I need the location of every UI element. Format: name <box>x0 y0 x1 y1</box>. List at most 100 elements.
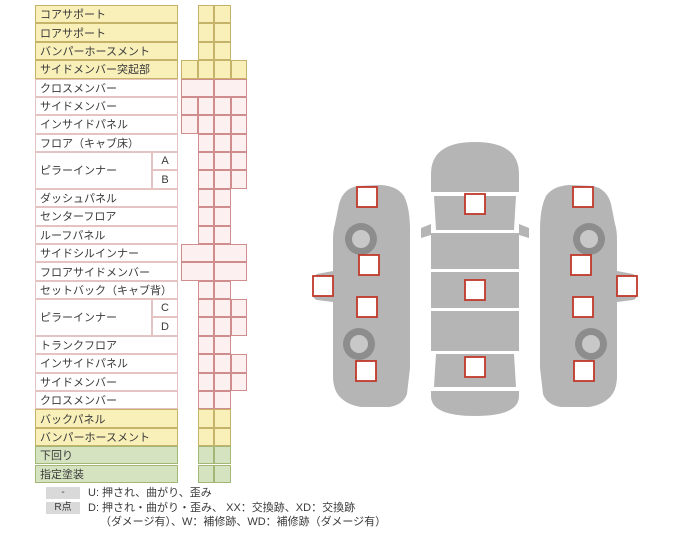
check-cell[interactable] <box>214 280 231 300</box>
check-cell[interactable] <box>214 446 231 465</box>
check-cell[interactable] <box>230 354 247 373</box>
check-cell[interactable] <box>214 170 231 189</box>
legend-badge-dash: - <box>46 487 80 499</box>
check-cell[interactable] <box>214 299 231 318</box>
check-cell[interactable] <box>197 299 214 318</box>
check-cell[interactable] <box>197 115 214 134</box>
check-cell[interactable] <box>181 262 214 281</box>
checkpoint-marker[interactable] <box>572 296 594 318</box>
check-cell[interactable] <box>197 5 214 24</box>
part-label: ピラーインナー <box>35 299 152 336</box>
check-cell[interactable] <box>197 464 214 483</box>
checkpoint-marker[interactable] <box>358 254 380 276</box>
car-top-trunk <box>431 391 519 416</box>
check-cell[interactable] <box>214 427 231 447</box>
check-cell[interactable] <box>181 115 198 134</box>
part-label: サイドシルインナー <box>35 243 178 263</box>
check-cell[interactable] <box>197 409 214 428</box>
checkpoint-marker[interactable] <box>573 360 595 382</box>
part-label: トランクフロア <box>35 335 178 355</box>
car-top-hood <box>431 142 519 192</box>
legend-text-r-line2: （ダメージ有）、W：補修跡、WD：補修跡（ダメージ有） <box>100 516 387 528</box>
check-cell[interactable] <box>230 115 247 134</box>
check-cell[interactable] <box>214 409 231 428</box>
check-cell[interactable] <box>214 41 231 61</box>
check-cell[interactable] <box>230 317 247 336</box>
check-cell[interactable] <box>197 188 214 208</box>
check-cell[interactable] <box>181 60 198 79</box>
check-cell[interactable] <box>214 60 231 79</box>
part-sublabel: C <box>152 299 178 318</box>
check-cell[interactable] <box>197 354 214 373</box>
check-cell[interactable] <box>214 152 231 171</box>
check-cell[interactable] <box>214 207 231 226</box>
check-cell[interactable] <box>197 280 214 300</box>
check-cell[interactable] <box>214 5 231 24</box>
check-cell[interactable] <box>214 372 231 391</box>
check-cell[interactable] <box>214 262 247 281</box>
legend-text-r: D: 押され・曲がり・歪み、 XX：交換跡、XD：交換跡 （ダメージ有）、W：補… <box>88 501 386 529</box>
check-cell[interactable] <box>197 427 214 447</box>
check-cell[interactable] <box>197 317 214 336</box>
legend-text-u: U: 押され、曲がり、歪み <box>88 487 212 499</box>
check-cell[interactable] <box>230 152 247 171</box>
checkpoint-marker[interactable] <box>464 356 486 378</box>
part-label: サイドメンバー <box>35 372 178 391</box>
legend-badge-rpoint: R点 <box>46 502 80 514</box>
checkpoint-marker[interactable] <box>616 275 638 297</box>
check-cell[interactable] <box>230 96 247 116</box>
checkpoint-marker[interactable] <box>355 360 377 382</box>
checkpoint-marker[interactable] <box>356 296 378 318</box>
part-label: ロアサポート <box>35 23 178 42</box>
checkpoint-marker[interactable] <box>572 186 594 208</box>
check-cell[interactable] <box>197 96 214 116</box>
part-label: クロスメンバー <box>35 390 178 410</box>
check-cell[interactable] <box>197 170 214 189</box>
check-cell[interactable] <box>214 354 231 373</box>
check-cell[interactable] <box>230 60 247 79</box>
check-cell[interactable] <box>214 115 231 134</box>
check-cell[interactable] <box>230 372 247 391</box>
check-cell[interactable] <box>214 96 231 116</box>
check-cell[interactable] <box>197 207 214 226</box>
check-cell[interactable] <box>230 299 247 318</box>
checkpoint-marker[interactable] <box>464 193 486 215</box>
part-label: フロア（キャブ床） <box>35 133 178 153</box>
part-label: ピラーインナー <box>35 152 152 189</box>
check-cell[interactable] <box>214 188 231 208</box>
check-cell[interactable] <box>214 390 231 410</box>
checkpoint-marker[interactable] <box>570 254 592 276</box>
checkpoint-marker[interactable] <box>356 186 378 208</box>
check-cell[interactable] <box>181 78 214 97</box>
check-cell[interactable] <box>197 152 214 171</box>
check-cell[interactable] <box>214 464 231 483</box>
check-cell[interactable] <box>197 390 214 410</box>
car-top-mid-section <box>431 311 519 351</box>
check-cell[interactable] <box>214 23 231 42</box>
check-cell[interactable] <box>181 96 198 116</box>
checkpoint-marker[interactable] <box>464 279 486 301</box>
check-cell[interactable] <box>214 335 231 355</box>
check-cell[interactable] <box>214 317 231 336</box>
part-label: バックパネル <box>35 409 178 428</box>
check-cell[interactable] <box>214 133 231 153</box>
part-label: ダッシュパネル <box>35 188 178 208</box>
check-cell[interactable] <box>197 446 214 465</box>
check-cell[interactable] <box>197 133 214 153</box>
check-cell[interactable] <box>197 60 214 79</box>
checkpoint-marker[interactable] <box>312 275 334 297</box>
check-cell[interactable] <box>230 133 247 153</box>
check-cell[interactable] <box>197 372 214 391</box>
part-label: フロアサイドメンバー <box>35 262 178 281</box>
check-cell[interactable] <box>197 23 214 42</box>
check-cell[interactable] <box>214 225 231 244</box>
part-label: バンパーホースメント <box>35 427 178 447</box>
check-cell[interactable] <box>214 78 247 97</box>
check-cell[interactable] <box>197 41 214 61</box>
check-cell[interactable] <box>181 243 214 263</box>
part-label: ルーフパネル <box>35 225 178 244</box>
check-cell[interactable] <box>214 243 247 263</box>
check-cell[interactable] <box>230 170 247 189</box>
check-cell[interactable] <box>197 225 214 244</box>
check-cell[interactable] <box>197 335 214 355</box>
